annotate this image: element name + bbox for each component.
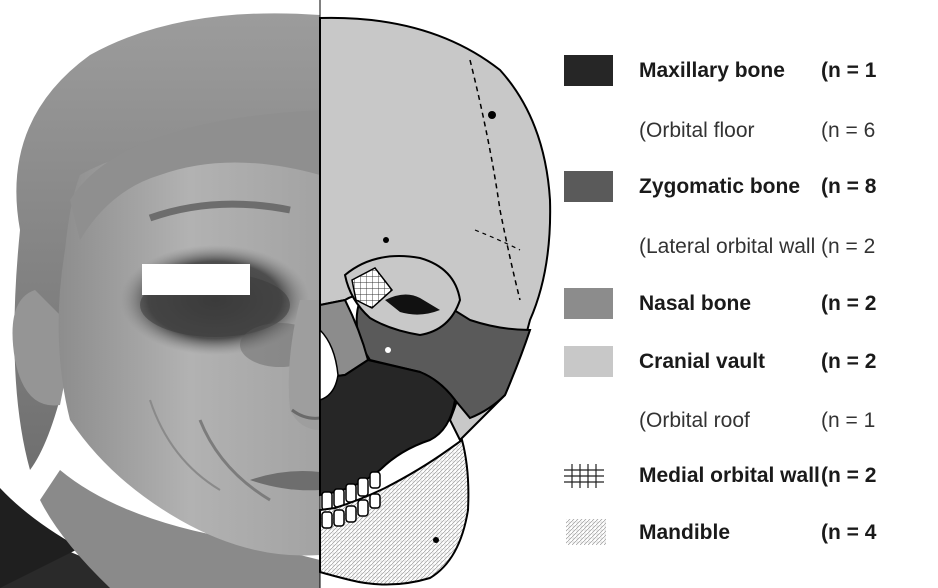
legend-label: Nasal bone xyxy=(639,292,751,316)
legend-label: (Lateral orbital wall xyxy=(639,235,815,259)
legend-count: (n = 2 xyxy=(821,350,876,374)
legend-label: Zygomatic bone xyxy=(639,175,800,199)
nasal-swatch xyxy=(564,288,613,319)
legend-row-nasal: Nasal bone (n = 2 xyxy=(564,288,938,320)
legend-count: (n = 4 xyxy=(821,521,876,545)
censor-bar xyxy=(142,264,250,295)
legend-row-maxillary: Maxillary bone (n = 1 xyxy=(564,55,938,87)
skull-diagram xyxy=(320,0,564,588)
legend-row-cranial-vault: Cranial vault (n = 2 xyxy=(564,346,938,378)
legend-label: Medial orbital wall xyxy=(639,464,820,488)
legend-row-zygomatic: Zygomatic bone (n = 8 xyxy=(564,171,938,203)
legend-count: (n = 2 xyxy=(821,235,875,259)
medial-orbital-wall-swatch xyxy=(564,460,613,491)
mandible-swatch xyxy=(564,517,613,548)
legend-count: (n = 2 xyxy=(821,292,876,316)
legend-label: Maxillary bone xyxy=(639,59,785,83)
legend-label: (Orbital roof xyxy=(639,409,750,433)
legend-row-mandible: Mandible (n = 4 xyxy=(564,517,938,549)
legend-label: Cranial vault xyxy=(639,350,765,374)
legend-label: Mandible xyxy=(639,521,730,545)
zygomatic-swatch xyxy=(564,171,613,202)
face-photo xyxy=(0,0,320,588)
cranial-vault-swatch xyxy=(564,346,613,377)
legend-row-lateral-orbital-wall: (Lateral orbital wall (n = 2 xyxy=(564,231,938,263)
legend-count: (n = 2 xyxy=(821,464,876,488)
legend-count: (n = 1 xyxy=(821,409,875,433)
legend-count: (n = 6 xyxy=(821,119,875,143)
legend-row-orbital-floor: (Orbital floor (n = 6 xyxy=(564,115,938,147)
legend-row-orbital-roof: (Orbital roof (n = 1 xyxy=(564,405,938,437)
legend-row-medial-orbital-wall: Medial orbital wall (n = 2 xyxy=(564,460,938,492)
legend-count: (n = 8 xyxy=(821,175,876,199)
maxillary-swatch xyxy=(564,55,613,86)
legend-count: (n = 1 xyxy=(821,59,876,83)
legend-label: (Orbital floor xyxy=(639,119,755,143)
